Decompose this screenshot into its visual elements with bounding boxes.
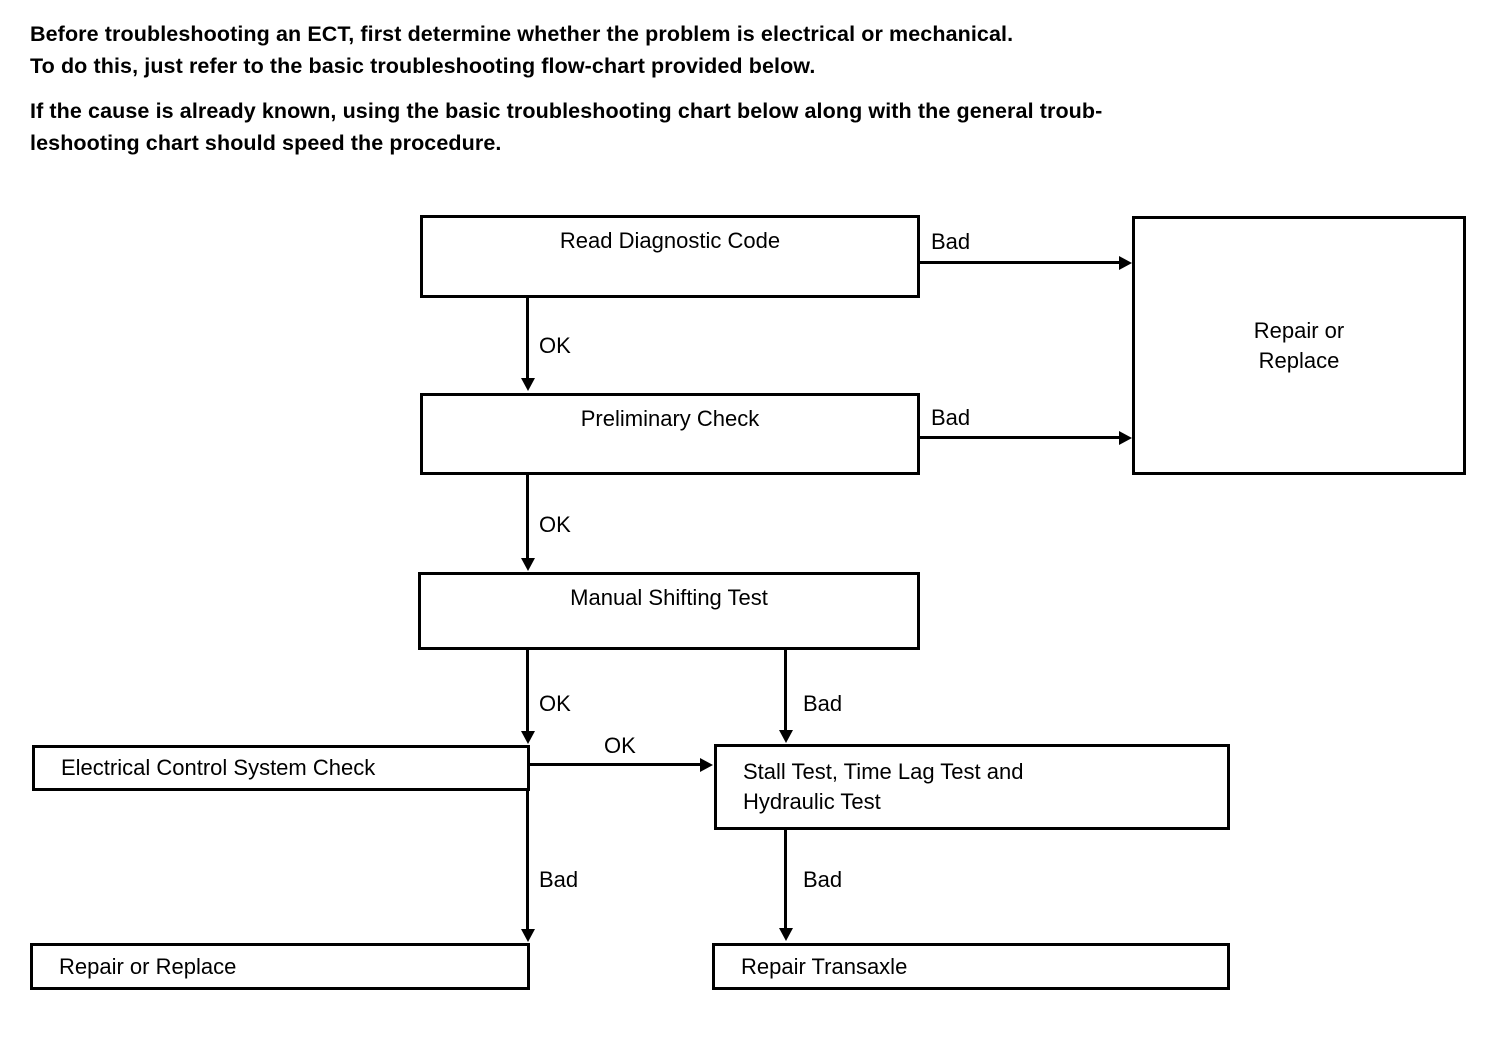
node-repair-or-replace-bottom-label: Repair or Replace: [59, 953, 237, 979]
edge-manual-bad-line: [784, 650, 787, 732]
edge-electrical-ok-arrowhead: [700, 758, 713, 772]
edge-label-electrical-bad: Bad: [539, 867, 579, 892]
node-preliminary-check[interactable]: Preliminary Check: [420, 393, 920, 475]
intro-paragraph-2: If the cause is already known, using the…: [30, 99, 1103, 155]
edge-label-diag-bad: Bad: [931, 229, 971, 254]
edge-electrical-bad-line: [526, 791, 529, 931]
edge-electrical-bad-arrowhead: [521, 929, 535, 942]
edge-label-stall-bad: Bad: [803, 867, 843, 892]
edge-label-prelim-bad: Bad: [931, 405, 971, 430]
edge-label-prelim-ok: OK: [539, 512, 571, 537]
node-electrical-control-system-check-label: Electrical Control System Check: [61, 755, 376, 780]
edge-stall-bad-arrowhead: [779, 928, 793, 941]
edge-diag-bad-line: [920, 261, 1119, 264]
node-repair-transaxle-label: Repair Transaxle: [741, 953, 908, 979]
edge-label-diag-ok: OK: [539, 333, 571, 358]
edge-diag-ok-line: [526, 298, 529, 380]
intro-paragraph-1: Before troubleshooting an ECT, first det…: [30, 22, 1014, 78]
edge-manual-ok-line: [526, 650, 529, 733]
node-repair-or-replace-bottom[interactable]: Repair or Replace: [30, 943, 530, 990]
edge-prelim-bad-line: [920, 436, 1119, 439]
node-read-diagnostic-code[interactable]: Read Diagnostic Code: [420, 215, 920, 298]
node-read-diagnostic-code-label: Read Diagnostic Code: [559, 228, 781, 253]
node-repair-or-replace-right-label: Repair or Replace: [1253, 317, 1345, 373]
edge-stall-bad-line: [784, 830, 787, 930]
edge-diag-bad-arrowhead: [1119, 256, 1132, 270]
edge-prelim-ok-line: [526, 475, 529, 560]
edge-manual-bad-arrowhead: [779, 730, 793, 743]
node-manual-shifting-test[interactable]: Manual Shifting Test: [418, 572, 920, 650]
node-stall-time-lag-hydraulic-test[interactable]: Stall Test, Time Lag Test and Hydraulic …: [714, 744, 1230, 830]
node-stall-time-lag-hydraulic-test-label: Stall Test, Time Lag Test and Hydraulic …: [743, 759, 1024, 814]
edge-label-manual-bad: Bad: [803, 691, 843, 716]
edge-prelim-ok-arrowhead: [521, 558, 535, 571]
edge-prelim-bad-arrowhead: [1119, 431, 1132, 445]
node-manual-shifting-test-label: Manual Shifting Test: [570, 585, 768, 610]
node-repair-transaxle[interactable]: Repair Transaxle: [712, 943, 1230, 990]
edge-label-manual-ok: OK: [539, 691, 571, 716]
edge-label-electrical-ok: OK: [604, 733, 636, 758]
edge-electrical-ok-line: [530, 763, 702, 766]
edge-diag-ok-arrowhead: [521, 378, 535, 391]
node-preliminary-check-label: Preliminary Check: [580, 406, 760, 431]
node-repair-or-replace-right[interactable]: Repair or Replace: [1132, 216, 1466, 475]
edge-manual-ok-arrowhead: [521, 731, 535, 744]
node-electrical-control-system-check[interactable]: Electrical Control System Check: [32, 745, 530, 791]
